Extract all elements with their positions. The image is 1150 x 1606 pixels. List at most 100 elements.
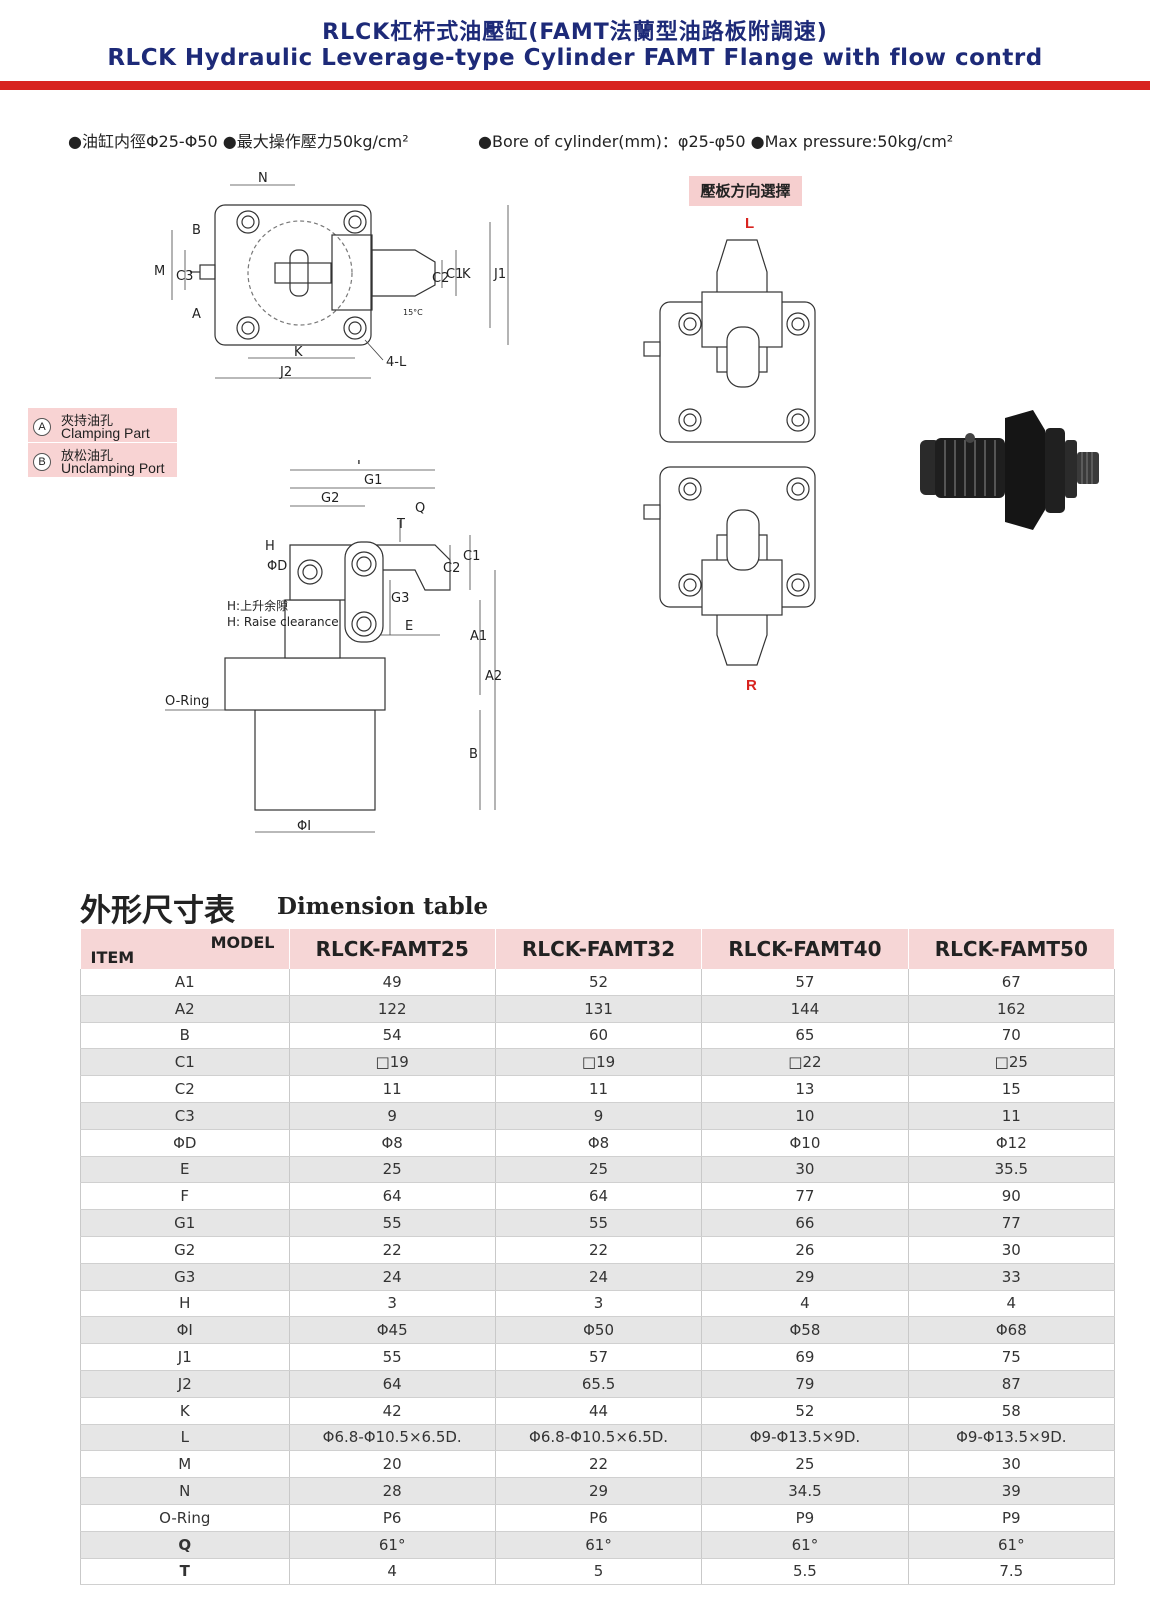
row-item-label: T xyxy=(80,1558,290,1586)
label-k-vertical: K xyxy=(462,267,471,282)
table-cell: 58 xyxy=(908,1397,1116,1425)
table-cell: Φ9-Φ13.5×9D. xyxy=(701,1424,909,1452)
label-raise-cn: H:上升余隙 xyxy=(227,598,288,613)
table-cell: 7.5 xyxy=(908,1558,1116,1586)
row-item-label: M xyxy=(80,1450,290,1479)
label-k-horizontal: K xyxy=(294,345,303,360)
table-cell: 26 xyxy=(701,1236,909,1264)
table-cell: 64 xyxy=(495,1182,703,1211)
direction-l-drawing xyxy=(643,239,816,443)
table-cell: 11 xyxy=(908,1102,1116,1130)
direction-r-drawing xyxy=(643,466,816,666)
legend-b-en: Unclamping Port xyxy=(61,460,165,476)
label-h: H xyxy=(265,539,275,554)
table-cell: 61° xyxy=(289,1531,496,1559)
table-cell: Φ45 xyxy=(289,1316,496,1345)
table-cell: 29 xyxy=(701,1263,909,1291)
legend-b-mark: B xyxy=(33,453,51,471)
table-cell: 131 xyxy=(495,995,703,1023)
table-cell: Φ6.8-Φ10.5×6.5D. xyxy=(289,1424,496,1452)
top-view-drawing: N B A M C3 C2 C1 K J1 K J2 4-L 15°C xyxy=(154,171,509,380)
row-item-label: Q xyxy=(80,1531,290,1559)
table-cell: 44 xyxy=(495,1397,703,1425)
row-item-label: N xyxy=(80,1477,290,1505)
label-b-side: B xyxy=(469,747,478,762)
table-cell: Φ8 xyxy=(289,1129,496,1157)
legend-a-mark: A xyxy=(33,418,51,436)
table-cell: P6 xyxy=(289,1504,496,1532)
table-cell: 55 xyxy=(289,1209,496,1237)
side-view-drawing: F G1 G2 Q T H ΦD C2 C1 G3 E A1 A2 B ΦI O… xyxy=(165,460,502,834)
table-cell: 35.5 xyxy=(908,1156,1116,1184)
table-cell: 24 xyxy=(495,1263,703,1291)
table-cell: 22 xyxy=(289,1236,496,1264)
table-cell: 30 xyxy=(701,1156,909,1184)
table-cell: □19 xyxy=(495,1048,703,1077)
direction-left-label: L xyxy=(745,215,755,232)
table-cell: 70 xyxy=(908,1022,1116,1050)
direction-right-label: R xyxy=(746,677,757,694)
row-item-label: G3 xyxy=(80,1263,290,1291)
table-cell: Φ12 xyxy=(908,1129,1116,1157)
table-cell: 29 xyxy=(495,1477,703,1505)
row-item-label: K xyxy=(80,1397,290,1425)
table-title-en: Dimension table xyxy=(277,893,489,920)
table-cell: 64 xyxy=(289,1370,496,1398)
table-cell: 49 xyxy=(289,969,496,996)
table-cell: Φ10 xyxy=(701,1129,909,1157)
row-item-label: ΦI xyxy=(80,1316,290,1345)
table-cell: 69 xyxy=(701,1343,909,1371)
table-cell: Φ68 xyxy=(908,1316,1116,1345)
label-port-a: A xyxy=(192,307,201,322)
table-cell: Φ58 xyxy=(701,1316,909,1345)
table-cell: 66 xyxy=(701,1209,909,1237)
legend-unclamping: B 放松油孔 Unclamping Port xyxy=(28,443,177,477)
table-cell: 11 xyxy=(289,1075,496,1103)
table-cell: □22 xyxy=(701,1048,909,1077)
table-cell: 122 xyxy=(289,995,496,1023)
row-item-label: G1 xyxy=(80,1209,290,1237)
label-port-b: B xyxy=(192,223,201,238)
table-cell: 87 xyxy=(908,1370,1116,1398)
table-cell: Φ50 xyxy=(495,1316,703,1345)
corner-item-label: ITEM xyxy=(90,948,135,967)
table-cell: 22 xyxy=(495,1450,703,1479)
row-item-label: J1 xyxy=(80,1343,290,1371)
label-c2: C2 xyxy=(432,271,449,286)
table-cell: Φ8 xyxy=(495,1129,703,1157)
row-item-label: A2 xyxy=(80,995,290,1023)
label-e: E xyxy=(405,619,413,634)
label-g2: G2 xyxy=(321,491,339,506)
product-photo xyxy=(920,410,1099,530)
table-cell: □25 xyxy=(908,1048,1116,1077)
model-header: RLCK-FAMT50 xyxy=(908,929,1116,969)
table-cell: 15 xyxy=(908,1075,1116,1103)
table-cell: 25 xyxy=(495,1156,703,1184)
row-item-label: L xyxy=(80,1424,290,1452)
row-item-label: H xyxy=(80,1290,290,1318)
table-cell: 67 xyxy=(908,969,1116,996)
label-d: ΦD xyxy=(267,559,287,574)
legend-a-cn: 夾持油孔 xyxy=(61,414,114,429)
table-cell: 24 xyxy=(289,1263,496,1291)
label-f: F xyxy=(357,460,364,468)
model-header: RLCK-FAMT25 xyxy=(289,929,496,969)
table-cell: 52 xyxy=(495,969,703,996)
table-cell: 52 xyxy=(701,1397,909,1425)
legend-clamping: A 夾持油孔 Clamping Part xyxy=(28,408,177,442)
table-title-cn: 外形尺寸表 xyxy=(80,893,235,929)
table-cell: 65 xyxy=(701,1022,909,1050)
table-cell: 5.5 xyxy=(701,1558,909,1586)
table-cell: 3 xyxy=(289,1290,496,1318)
